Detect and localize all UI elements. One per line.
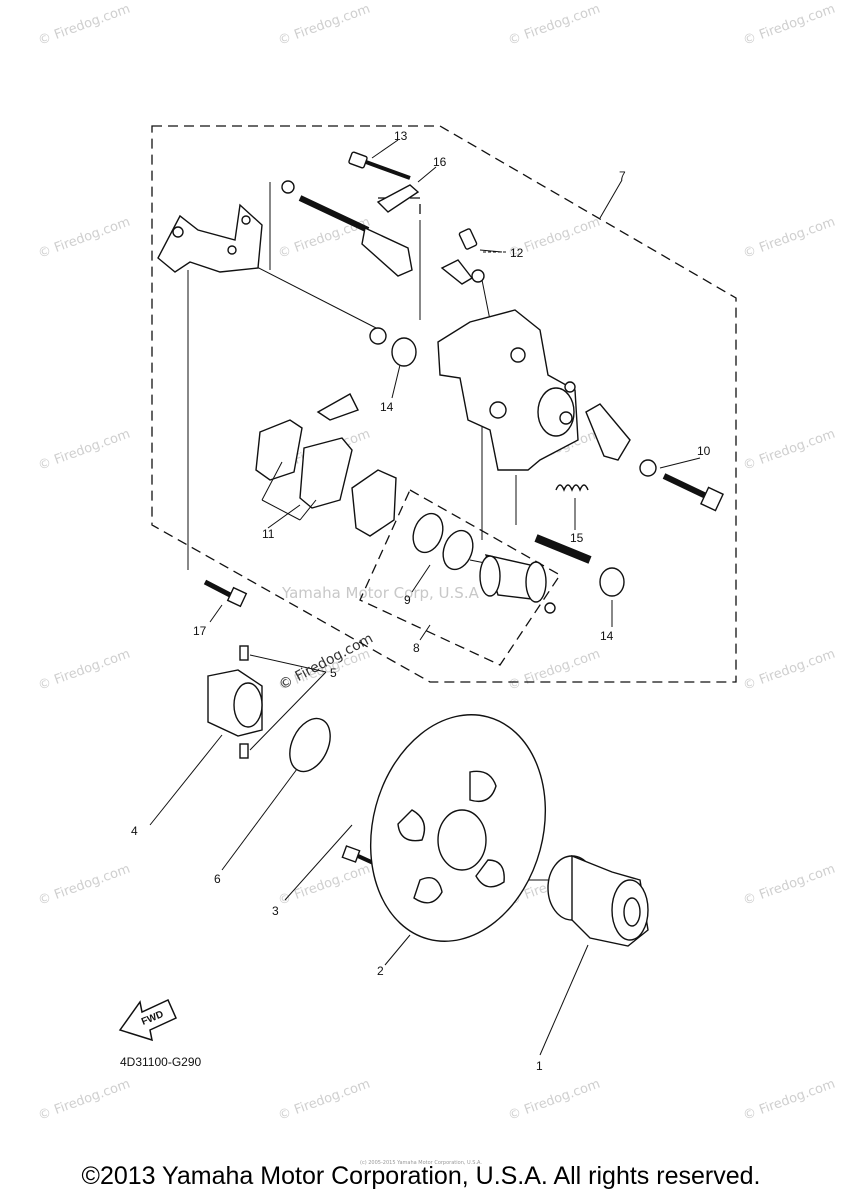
seal-ring	[369, 327, 387, 345]
copyright-notice: ©2013 Yamaha Motor Corporation, U.S.A. A…	[81, 1162, 761, 1190]
callout-9: 9	[404, 593, 411, 607]
watermark: © Firedog.com	[36, 215, 132, 262]
callout-12: 12	[510, 246, 524, 260]
callout-5: 5	[330, 666, 337, 680]
brake-disc-2	[369, 714, 547, 942]
callout-14a: 14	[380, 400, 394, 414]
watermark: © Firedog.com	[36, 427, 132, 474]
callout-2: 2	[377, 964, 384, 978]
watermark: © Firedog.com	[506, 2, 602, 49]
bolt-3	[341, 845, 381, 868]
callout-11: 11	[262, 527, 275, 541]
watermark: © Firedog.com	[276, 1077, 372, 1124]
watermark: © Firedog.com	[741, 215, 837, 262]
tiny-copyright-note: (c) 2005-2015 Yamaha Motor Corporation, …	[360, 1160, 482, 1166]
diagram-code: 4D31100-G290	[120, 1055, 201, 1069]
callout-10: 10	[697, 444, 711, 458]
callout-4: 4	[131, 824, 138, 838]
callout-14b: 14	[600, 629, 614, 643]
brake-pads-11	[255, 419, 397, 537]
pin-bracket-dash	[378, 197, 421, 220]
callout-6: 6	[214, 872, 221, 886]
callout-7: 7	[619, 169, 626, 183]
caliper-bracket	[157, 203, 263, 273]
pad-spring	[316, 393, 359, 421]
watermark: © Firedog.com	[36, 862, 132, 909]
bleeder-12	[440, 228, 485, 285]
watermark: © Firedog.com	[741, 2, 837, 49]
watermark: © Firedog.com	[276, 862, 372, 909]
bolt-13	[348, 151, 411, 180]
watermark-layer: © Firedog.com © Firedog.com © Firedog.co…	[36, 2, 837, 1124]
watermark: © Firedog.com	[276, 2, 372, 49]
caliper-assembly-outline	[151, 125, 737, 683]
pin-slide	[281, 180, 413, 277]
pin-boot-14b	[534, 534, 625, 597]
callout-8: 8	[413, 641, 420, 655]
watermark: © Firedog.com	[741, 647, 837, 694]
forward-arrow-icon: FWD	[118, 999, 177, 1042]
bolt-17	[203, 579, 248, 608]
callout-labels: 1 2 3 4 5 6 7 8 9 10 11 12 13 14 14 15 1…	[131, 129, 711, 1073]
watermark: © Firedog.com	[36, 647, 132, 694]
caliper-body	[437, 309, 579, 471]
watermark: © Firedog.com	[741, 1077, 837, 1124]
piston-kit-outline	[359, 489, 561, 666]
watermark: © Firedog.com	[506, 1077, 602, 1124]
watermark: © Firedog.com	[36, 1077, 132, 1124]
boot-14a	[391, 337, 417, 367]
bolt-10	[585, 403, 724, 512]
callout-16: 16	[433, 155, 447, 169]
watermark-center: Yamaha Motor Corp, U.S.A	[281, 584, 480, 602]
watermark: © Firedog.com	[741, 427, 837, 474]
washer-6	[289, 717, 331, 773]
watermark: © Firedog.com	[36, 2, 132, 49]
callout-17: 17	[193, 624, 207, 638]
hub-1	[547, 854, 649, 947]
caliper-holder-4	[207, 645, 263, 759]
piston-kit	[412, 512, 556, 614]
spring-15	[555, 484, 589, 492]
leader-lines	[149, 139, 701, 1056]
callout-3: 3	[272, 904, 279, 918]
clip-16	[376, 184, 420, 213]
callout-13: 13	[394, 129, 408, 143]
watermark: © Firedog.com	[741, 862, 837, 909]
callout-1: 1	[536, 1059, 543, 1073]
watermark: © Firedog.com	[276, 215, 372, 262]
watermark: © Firedog.com	[506, 647, 602, 694]
callout-15: 15	[570, 531, 584, 545]
